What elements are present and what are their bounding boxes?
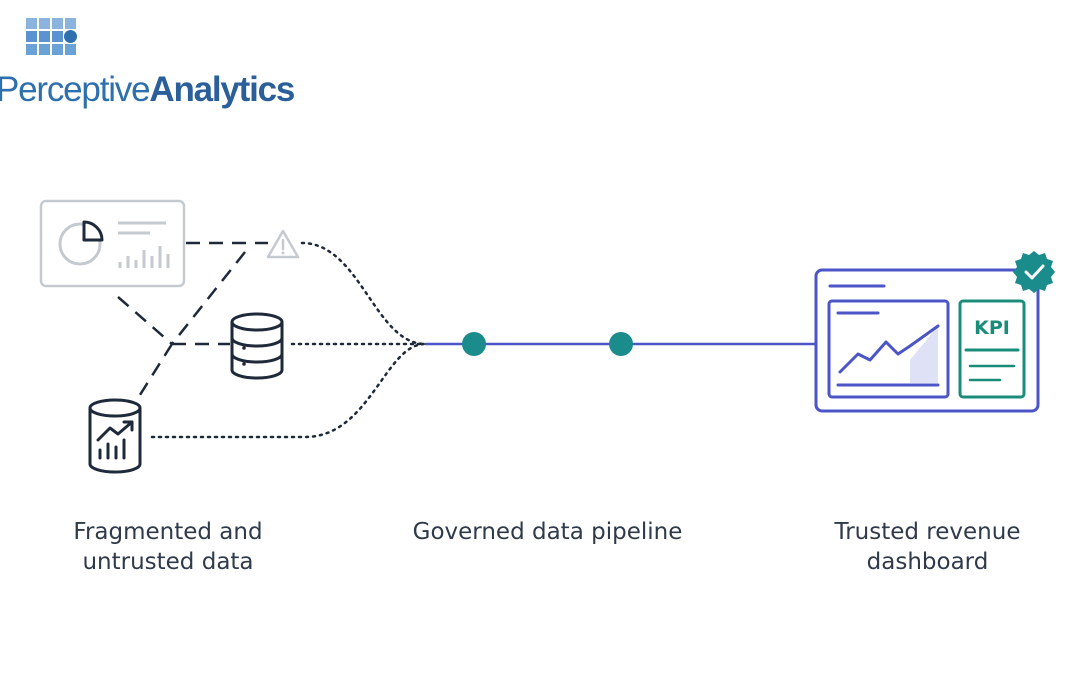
tangled-dashed-lines xyxy=(117,241,268,399)
pie-chart-report-icon xyxy=(39,199,186,288)
logo-wordmark: PerceptiveAnalytics xyxy=(0,70,295,109)
trusted-dashboard-caption: Trusted revenue dashboard xyxy=(834,519,1021,575)
company-logo: PerceptiveAnalytics xyxy=(0,14,295,114)
logo-grid-icon xyxy=(26,18,77,55)
warning-triangle-icon xyxy=(266,229,300,259)
converging-dotted-lines xyxy=(150,241,427,439)
fragmented-data-caption: Fragmented and untrusted data xyxy=(73,519,263,575)
database-icon xyxy=(230,312,284,380)
revenue-dashboard-icon xyxy=(814,268,1040,413)
bar-chart-database-icon xyxy=(88,398,142,474)
logo-text-bold: Analytics xyxy=(149,70,295,109)
logo-text-regular: Perceptive xyxy=(0,70,151,109)
pipeline-node-1 xyxy=(462,332,486,356)
verified-check-badge-icon xyxy=(1013,251,1055,293)
kpi-label: KPI xyxy=(974,317,1010,339)
pipeline-node-2 xyxy=(609,332,633,356)
governed-pipeline-caption: Governed data pipeline xyxy=(412,519,683,545)
